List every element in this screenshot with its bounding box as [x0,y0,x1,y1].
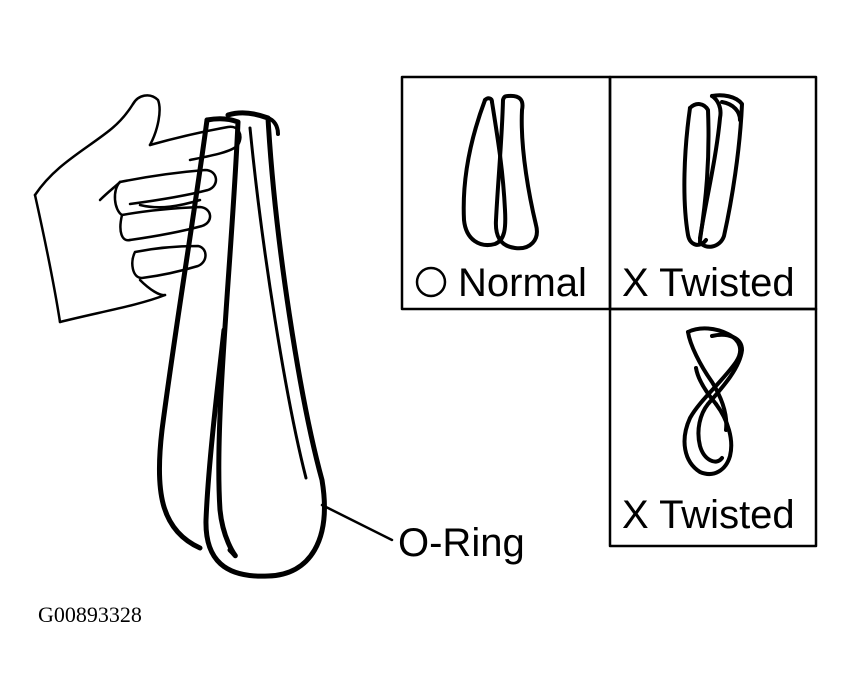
o-ring-loop [156,110,327,579]
twisted-loop-1-illustration [682,93,744,249]
o-ring-leader-line [320,503,394,542]
o-ring-label: O-Ring [398,521,525,565]
twisted-label-2: X Twisted [622,493,795,537]
hand-illustration [33,94,242,324]
normal-label: Normal [458,261,587,305]
normal-loop-illustration [461,93,539,251]
normal-mark-icon [415,266,447,298]
twisted-label-1: X Twisted [622,261,795,305]
comparison-panels [400,75,818,548]
panel-twisted-2 [608,307,818,548]
twisted-loop-2-illustration [682,326,744,476]
figure-id: G00893328 [38,602,142,627]
